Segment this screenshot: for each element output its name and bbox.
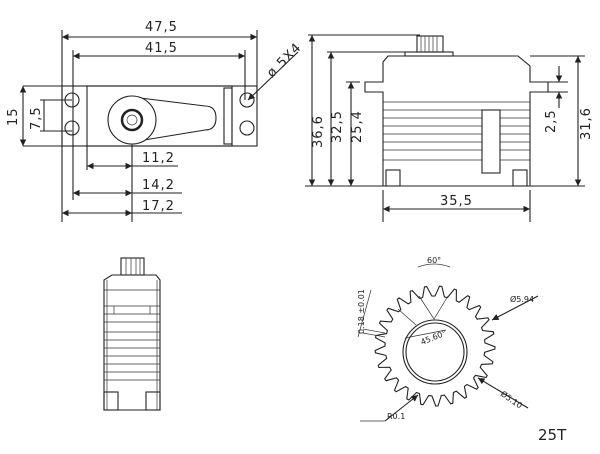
dim-width-mount: 41,5 [145,41,178,56]
gear-tooth-count-label: 25T [538,426,567,444]
dim-width: 35,5 [440,194,473,209]
gear-angle-label: 60° [427,256,441,265]
dim-offset-body: 11,2 [142,151,175,166]
gear-radius-label: R0.1 [387,412,405,421]
dim-flange-thickness: 2,5 [544,109,559,133]
dim-height-overall: 36,6 [311,115,326,148]
gear-root-diameter-label: Ø5.10 [499,388,524,410]
dim-width-overall: 47,5 [145,20,178,35]
dim-offset-mount: 14,2 [142,178,175,193]
side-view: 36,6 32,5 25,4 2,5 31,6 35,5 [305,34,594,222]
dim-hole-spec: ø 5X4 [264,40,305,81]
dim-height-right: 31,6 [579,107,594,140]
gear-outer-diameter-label: Ø5.94 [510,294,534,304]
servo-horn [131,96,217,143]
gear-inner-angle-label: 45.60° [419,328,447,346]
gear-profile [374,285,496,407]
dim-offset-overall: 17,2 [142,199,175,214]
dim-height: 15 [6,107,21,126]
gear-detail: 60° 0.18 ±0.01 45.60° Ø5.94 Ø5.10 R0.1 2… [357,256,567,444]
dim-hole-pitch: 7,5 [29,106,44,130]
top-view: 47,5 41,5 15 7,5 ø 5X4 11,2 14,2 17,2 [6,20,305,222]
dim-height-flange: 25,4 [350,110,365,143]
gear-tooth-width-label: 0.18 ±0.01 [357,289,366,334]
output-spline [416,35,444,53]
dim-height-body: 32,5 [330,110,345,143]
front-view [103,257,161,411]
